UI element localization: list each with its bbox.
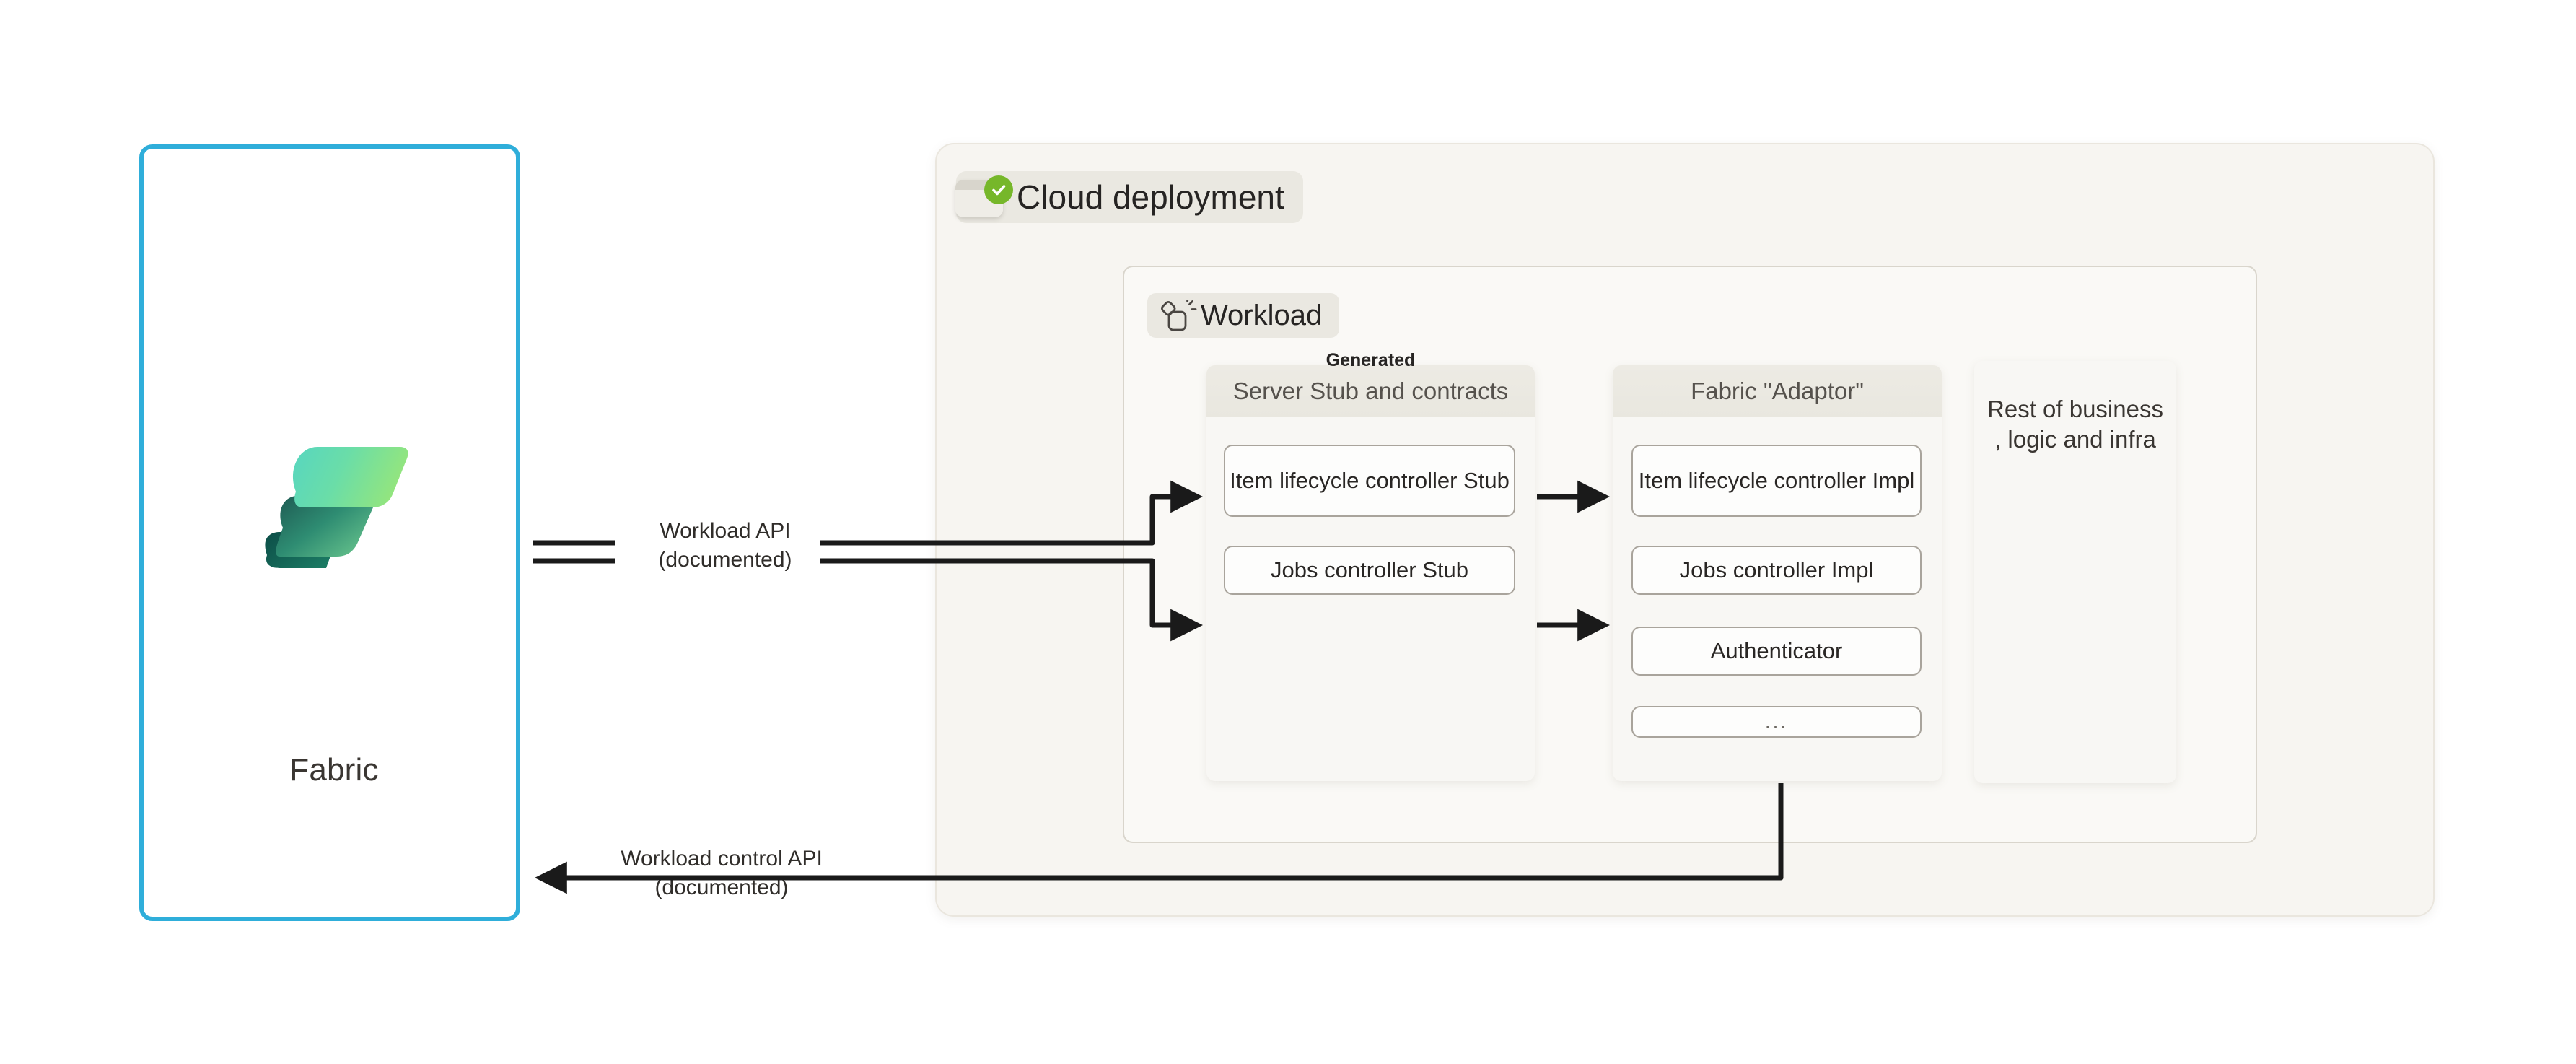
generated-overline-label: Generated	[1326, 350, 1416, 370]
workload-api-label-line2: (documented)	[658, 547, 792, 572]
control-api-label-line2: (documented)	[654, 875, 789, 899]
fabric-panel-label: Fabric	[289, 752, 379, 788]
fabric-panel: Fabric	[139, 144, 520, 921]
rest-of-business-panel: Rest of business , logic and infra	[1974, 361, 2176, 783]
node-jobs-controller-stub[interactable]: Jobs controller Stub	[1224, 546, 1515, 595]
control-api-label-line1: Workload control API	[621, 847, 823, 871]
node-authenticator[interactable]: Authenticator	[1631, 627, 1922, 676]
fabric-adaptor-column-header: Fabric "Adaptor"	[1613, 365, 1942, 417]
fabric-adaptor-column: Fabric "Adaptor" Item lifecycle controll…	[1613, 365, 1942, 781]
cloud-deployment-title: Cloud deployment	[956, 171, 1303, 223]
workload-control-api-label: Workload control API (documented)	[563, 845, 880, 902]
workload-api-label-line1: Workload API	[660, 519, 791, 543]
node-item-lifecycle-controller-stub[interactable]: Item lifecycle controller Stub	[1224, 445, 1515, 517]
server-stub-column: Server Stub and contracts Item lifecycle…	[1206, 365, 1535, 781]
node-item-lifecycle-controller-impl[interactable]: Item lifecycle controller Impl	[1631, 445, 1922, 517]
server-stub-column-header: Server Stub and contracts	[1206, 365, 1535, 417]
node-ellipsis-more[interactable]: ...	[1631, 706, 1922, 738]
green-check-badge-icon	[984, 175, 1013, 204]
rest-of-business-label: Rest of business , logic and infra	[1987, 396, 2163, 453]
node-jobs-controller-impl[interactable]: Jobs controller Impl	[1631, 546, 1922, 595]
window-with-green-check-icon	[951, 175, 1013, 222]
workload-sparkle-icon	[1157, 297, 1197, 334]
microsoft-fabric-logo	[144, 403, 525, 583]
workload-api-label: Workload API (documented)	[613, 517, 837, 575]
